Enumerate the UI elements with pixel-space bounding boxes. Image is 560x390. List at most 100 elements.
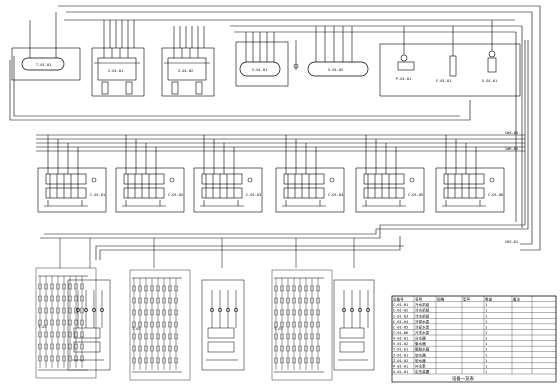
valve-symbol [150,285,154,292]
valve-symbol [304,321,308,328]
valve-symbol [280,345,284,352]
valve-symbol [44,283,48,290]
valve-symbol [74,283,78,290]
header-tag: CWS-01 [505,131,518,135]
valve-symbol [138,297,142,304]
valve-symbol [274,309,278,316]
valve-symbol [304,285,308,292]
valve-symbol [74,295,78,302]
table-cell: 冷水机组 [415,302,430,307]
valve-symbol [50,319,54,326]
drawing-title: 设备一览表 [452,375,475,382]
table-cell: 分水器 [415,336,426,341]
valve-symbol [316,309,320,316]
vessel-frame [161,47,215,97]
table-cell: 1 [485,364,487,368]
table-cell: V-01-01 [393,337,408,341]
valve-symbol [274,321,278,328]
valve-symbol [144,285,148,292]
valve-symbol [144,297,148,304]
panel-label: T-02 [132,327,141,331]
aux-frame [379,43,521,97]
table-cell: C-01-02 [393,309,408,313]
valve-symbol [286,357,290,364]
table-cell: 集水器 [415,341,426,346]
valve-symbol [50,355,54,362]
vessel-frame [235,41,289,87]
valve-symbol [132,285,136,292]
valve [91,177,97,183]
valve-symbol [168,297,172,304]
table-cell: 冷却水泵 [415,319,430,324]
valve-symbol [144,333,148,340]
valve-symbol [316,345,320,352]
valve [234,308,238,312]
valve-symbol [80,283,84,290]
valve-symbol [50,331,54,338]
valve-symbol [62,319,66,326]
chiller-shell [443,187,485,199]
vessel-leg [171,81,179,95]
valve-symbol [286,345,290,352]
valve [293,63,299,69]
valve-symbol [44,319,48,326]
valve-symbol [68,355,72,362]
panel-feed [99,236,401,260]
table-cell: 定压装置 [415,369,430,374]
valve-symbol [286,285,290,292]
valve-symbol [132,333,136,340]
valve [358,308,362,312]
valve-symbol [304,345,308,352]
table-cell: 冷水机组 [415,308,430,313]
valve-symbol [310,333,314,340]
valve [489,177,495,183]
horizontal-tank [21,57,65,71]
valve-symbol [274,357,278,364]
table-cell: 冷却水泵 [415,324,430,329]
valve [100,308,104,312]
pressure-unit [487,57,497,73]
valve-symbol [138,285,142,292]
valve-symbol [80,355,84,362]
header-tag: CHS-01 [505,240,518,244]
valve-symbol [50,295,54,302]
valve-symbol [38,331,42,338]
table-cell: 冷冻水泵 [415,330,430,335]
valve-symbol [274,297,278,304]
table-header-cell: 型号 [463,297,471,302]
chiller-shell [201,187,243,199]
panel-return-header [44,228,528,235]
valve-symbol [310,345,314,352]
valve-symbol [310,309,314,316]
valve-symbol [174,333,178,340]
valve-symbol [44,355,48,362]
valve-symbol [50,343,54,350]
valve-symbol [156,345,160,352]
equipment-tag: Z-01-01 [108,69,123,73]
valve-symbol [80,331,84,338]
station-tank [73,327,101,339]
valve-symbol [56,355,60,362]
table-cell: Z-01-02 [393,359,408,363]
valve-symbol [286,321,290,328]
valve-symbol [162,297,166,304]
valve-symbol [56,319,60,326]
valve-symbol [50,283,54,290]
valve-symbol [280,309,284,316]
return-loop-left-2 [13,56,460,117]
station-tank [339,341,365,353]
equipment-tag: F-01-01 [436,79,451,83]
unit-tag: C-01-06 [488,193,503,197]
unit-tag: C-01-04 [328,193,343,197]
valve-symbol [74,331,78,338]
valve-symbol [132,297,136,304]
valve-symbol [150,345,154,352]
table-cell: P-01-01 [393,364,408,368]
valve-symbol [38,343,42,350]
valve-symbol [156,333,160,340]
valve-symbol [286,333,290,340]
vessel-leg [195,81,203,95]
